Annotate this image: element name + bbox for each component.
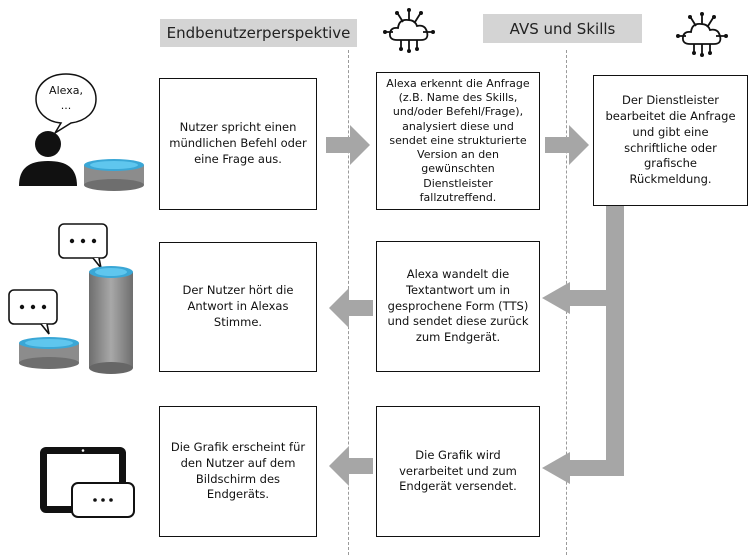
tablet-device-icon (40, 447, 135, 518)
echo-tall-speaker-icon (89, 266, 133, 374)
box-provider-processes: Der Dienstleister bearbeitet die Anfrage… (593, 75, 748, 206)
user-silhouette-icon (19, 131, 77, 186)
header-end-user-perspective: Endbenutzerperspektive (160, 19, 357, 47)
box-graphic-processed: Die Grafik wird verarbeitet und zum Endg… (376, 406, 540, 537)
cloud-network-icon (676, 12, 728, 57)
arrow-right-to-provider (545, 125, 589, 165)
box-user-speaks: Nutzer spricht einen mündlichen Befehl o… (159, 78, 317, 210)
ellipsis-speech-bubble-icon (58, 223, 108, 269)
return-flow-arrow (542, 206, 624, 484)
speech-bubble-icon (35, 73, 97, 134)
echo-dot-speaker-icon (84, 159, 144, 191)
box-user-hears: Der Nutzer hört die Antwort in Alexas St… (159, 242, 317, 372)
box-graphic-appears: Die Grafik erscheint für den Nutzer auf … (159, 406, 317, 537)
arrow-right-to-alexa (326, 125, 370, 165)
arrow-left-to-graphic-appears (329, 446, 373, 486)
box-alexa-recognizes: Alexa erkennt die Anfrage (z.B. Name des… (376, 72, 540, 210)
arrow-left-to-user-hears (329, 288, 373, 328)
header-avs-and-skills: AVS und Skills (483, 14, 642, 43)
speech-bubble-text: Alexa, ... (49, 84, 83, 112)
box-alexa-converts: Alexa wandelt die Textantwort um in gesp… (376, 241, 540, 372)
ellipsis-speech-bubble-icon (8, 289, 58, 335)
echo-dot-speaker-icon (19, 337, 79, 369)
cloud-network-icon (383, 8, 435, 53)
